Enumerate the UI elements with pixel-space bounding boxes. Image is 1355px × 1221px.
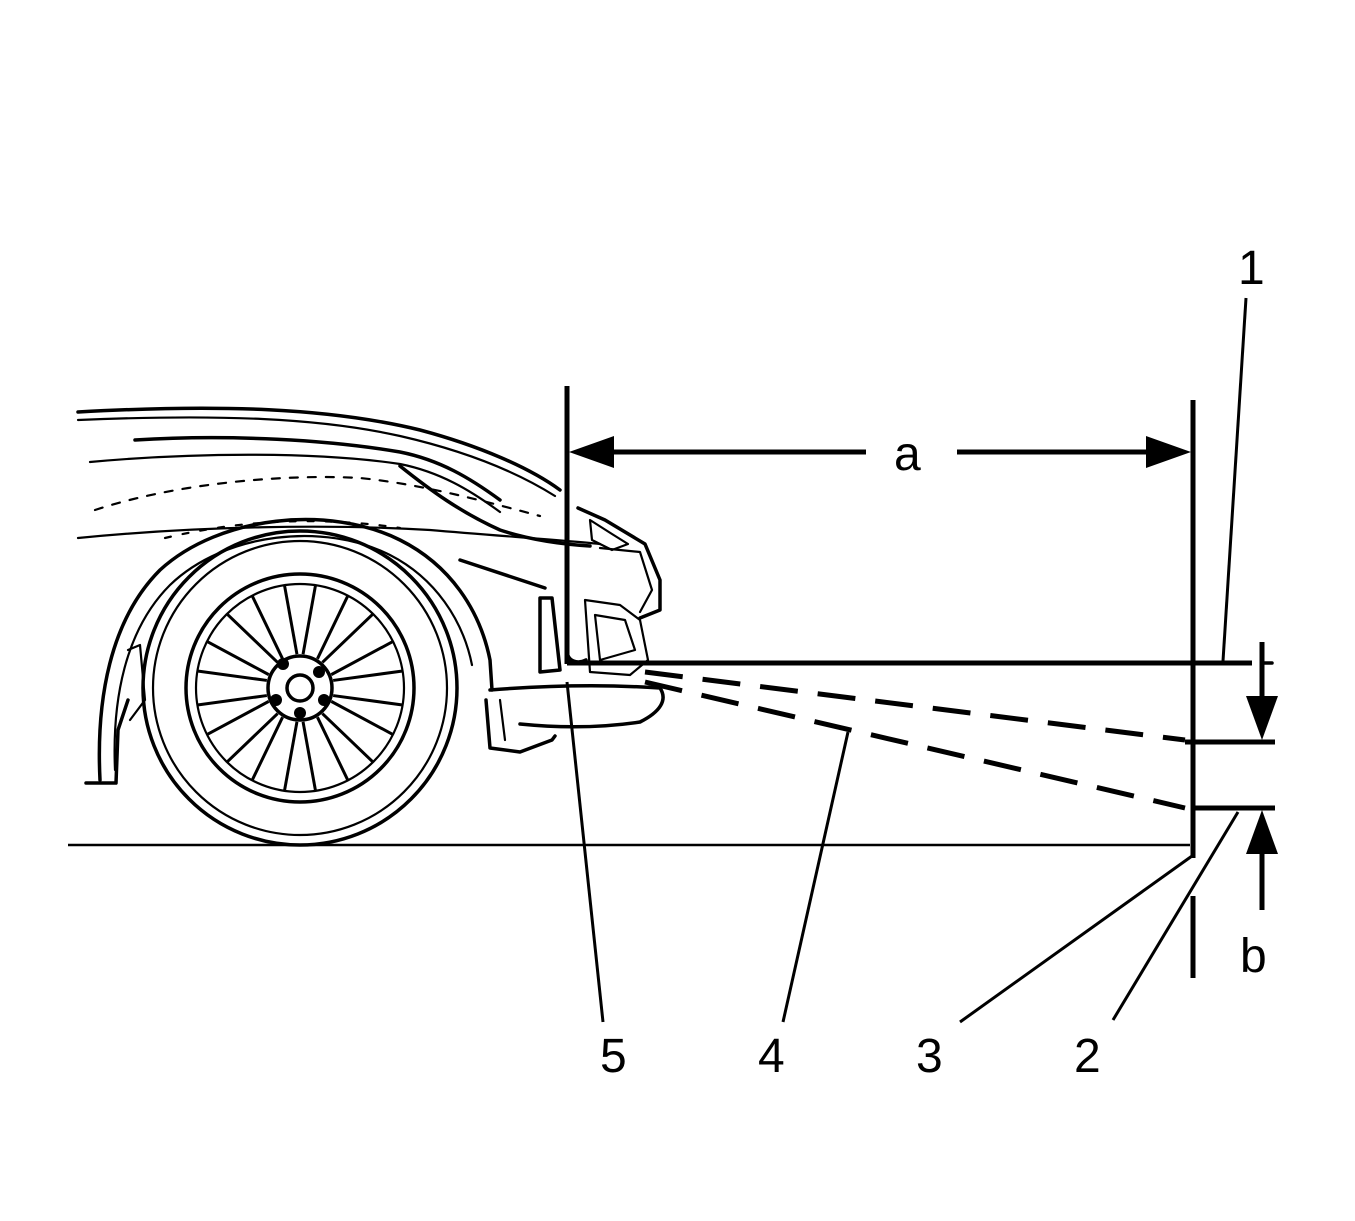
- wheel-spoke-edge: [282, 584, 299, 655]
- leader-5: [565, 681, 605, 1023]
- callout-5-label: 5: [600, 1030, 627, 1083]
- dimension-b-label: b: [1240, 930, 1267, 983]
- callout-4-label: 4: [758, 1030, 785, 1083]
- vehicle-front-end: [76, 406, 665, 785]
- front-wheel: [141, 529, 459, 847]
- leader-4: [781, 731, 850, 1023]
- dimension-a-arrow: [569, 436, 1191, 468]
- wheel-spoke-edge: [316, 716, 350, 781]
- wheel-spoke-edge: [321, 612, 375, 664]
- wheel-spoke-edge: [197, 694, 268, 707]
- wheel-spoke-edge: [301, 721, 318, 792]
- leader-2: [1111, 811, 1240, 1021]
- wheel-spoke-edge: [301, 584, 318, 655]
- wheel-spoke-edge: [225, 612, 279, 664]
- wheel-spoke-edge: [332, 694, 403, 707]
- beam-line-lower: [644, 679, 1186, 811]
- wheel-spoke-edge: [250, 716, 284, 781]
- beam-line-upper: [644, 669, 1186, 743]
- dimension-a-label: a: [894, 428, 921, 481]
- wheel-spoke-edge: [197, 669, 268, 682]
- wheel-spoke-edge: [321, 712, 375, 764]
- wheel-spoke-edge: [206, 640, 270, 676]
- callout-2-label: 2: [1074, 1030, 1101, 1083]
- wheel-spoke-edge: [225, 712, 279, 764]
- wheel-spoke-edge: [330, 700, 394, 736]
- wheel-spoke-edge: [250, 595, 284, 660]
- callout-3-label: 3: [916, 1030, 943, 1083]
- callout-1-label: 1: [1238, 242, 1265, 295]
- wheel-spoke-edge: [330, 640, 394, 676]
- wheel-spoke-edge: [282, 721, 299, 792]
- wheel-spoke-edge: [206, 700, 270, 736]
- wheel-spoke-edge: [316, 595, 350, 660]
- leader-3: [959, 854, 1193, 1024]
- leader-1: [1221, 297, 1248, 662]
- dimension-b-arrow: [1246, 642, 1278, 910]
- wheel-spoke-edge: [332, 669, 403, 682]
